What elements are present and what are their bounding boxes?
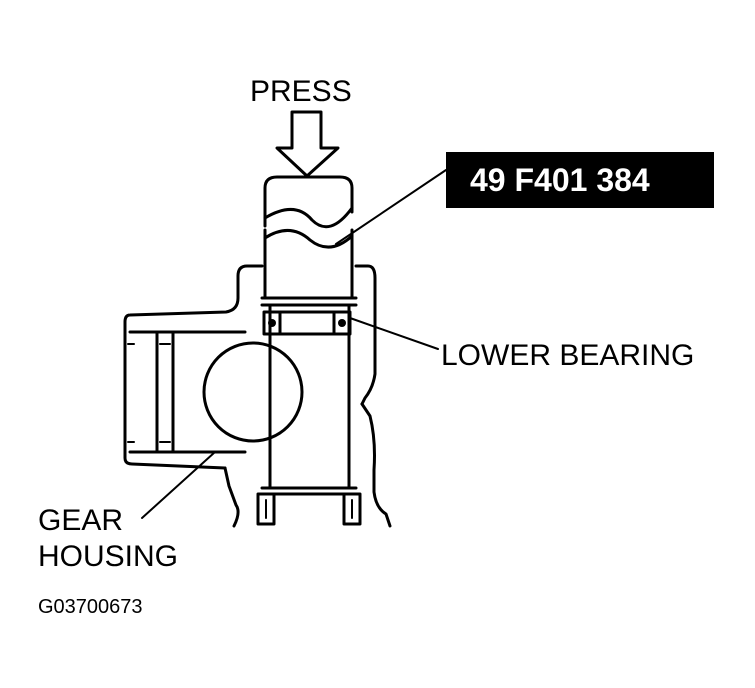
gear-housing-label-line2: HOUSING — [38, 540, 178, 573]
lower-bearing-label: LOWER BEARING — [441, 339, 694, 372]
press-label: PRESS — [250, 75, 352, 108]
tool-number-label: 49 F401 384 — [470, 162, 650, 198]
press-arrow — [275, 110, 340, 178]
tool-leader-line — [335, 169, 447, 245]
pinion-port — [127, 330, 304, 454]
lower-bearing-leader-line — [349, 317, 439, 350]
gear-housing-leader-line — [141, 451, 216, 519]
bottom-bushing — [256, 492, 362, 526]
figure-code: G03700673 — [38, 596, 143, 618]
tool-number-box — [446, 152, 714, 208]
gear-housing-label-line1: GEAR — [38, 504, 123, 537]
special-tool-body — [260, 175, 358, 307]
lower-bearing — [262, 310, 352, 336]
gear-housing-outline — [123, 264, 392, 528]
